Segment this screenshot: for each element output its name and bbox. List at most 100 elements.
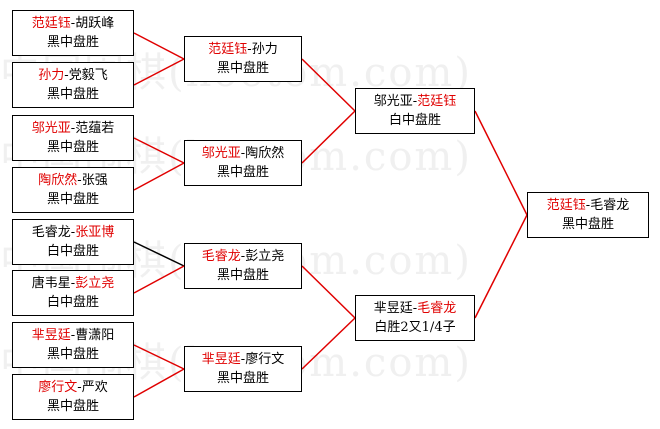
connector-r1m3-r2m2 [133,137,185,164]
winner-name: 范廷钰 [208,42,248,57]
match-box-r1m3: 邬光亚-范蕴若黑中盘胜 [12,115,134,161]
loser-name: 张强 [81,173,108,188]
connector-r2m3-r3m2 [301,265,356,319]
match-result: 白中盘胜 [388,113,441,128]
connector-r1m7-r2m4 [133,344,185,370]
loser-name: 毛睿龙 [31,225,71,240]
player-separator: - [240,146,246,161]
loser-name: 党毅飞 [68,68,108,83]
match-result: 黑中盘胜 [46,87,99,102]
player-separator: - [70,225,76,240]
match-box-r3m1: 邬光亚-范廷钰白中盘胜 [355,88,475,134]
match-box-r1m2: 孙力-党毅飞黑中盘胜 [12,62,134,108]
loser-name: 邬光亚 [373,94,413,109]
loser-name: 胡跃峰 [75,16,115,31]
winner-name: 毛睿龙 [417,301,457,316]
match-players: 范廷钰-毛睿龙 [528,196,648,215]
loser-name: 彭立尧 [245,249,285,264]
player-separator: - [585,198,591,213]
match-box-r1m1: 范廷钰-胡跃峰黑中盘胜 [12,10,134,56]
match-result: 黑中盘胜 [46,347,99,362]
match-box-r2m4: 芈昱廷-廖行文黑中盘胜 [184,346,302,392]
match-players: 芈昱廷-毛睿龙 [356,299,474,318]
connector-r2m1-r3m1 [301,58,356,112]
match-players: 范廷钰-胡跃峰 [13,14,133,33]
connector-r1m2-r2m1 [133,58,185,86]
loser-name: 曹潇阳 [75,328,115,343]
loser-name: 孙力 [251,42,278,57]
loser-name: 范蕴若 [75,121,115,136]
player-separator: - [70,328,76,343]
winner-name: 邬光亚 [201,146,241,161]
match-box-r1m5: 毛睿龙-张亚博白中盘胜 [12,219,134,265]
match-box-r3m2: 芈昱廷-毛睿龙白胜2又1/4子 [355,295,475,341]
connector-r1m1-r2m1 [133,32,185,60]
loser-name: 毛睿龙 [590,198,630,213]
match-players: 陶欣然-张强 [13,171,133,190]
match-result: 黑中盘胜 [216,165,269,180]
match-result: 白中盘胜 [46,244,99,259]
player-separator: - [240,352,246,367]
loser-name: 严欢 [81,380,108,395]
match-box-r2m1: 范廷钰-孙力黑中盘胜 [184,36,302,82]
connector-r3m2-r4m1 [474,214,528,319]
player-separator: - [77,173,82,188]
connector-r2m2-r3m1 [301,110,356,164]
winner-name: 芈昱廷 [201,352,241,367]
loser-name: 芈昱廷 [373,301,413,316]
winner-name: 范廷钰 [31,16,71,31]
match-players: 邬光亚-范廷钰 [356,92,474,111]
player-separator: - [247,42,252,57]
match-box-r2m3: 毛睿龙-彭立尧黑中盘胜 [184,243,302,289]
winner-name: 陶欣然 [38,173,78,188]
player-separator: - [412,94,418,109]
match-players: 毛睿龙-彭立尧 [185,247,301,266]
loser-name: 廖行文 [245,352,285,367]
winner-name: 廖行文 [38,380,78,395]
match-result: 黑中盘胜 [46,399,99,414]
player-separator: - [240,249,246,264]
match-result: 黑中盘胜 [216,61,269,76]
match-players: 邬光亚-陶欣然 [185,144,301,163]
match-box-r2m2: 邬光亚-陶欣然黑中盘胜 [184,140,302,186]
connector-r1m8-r2m4 [133,368,185,398]
player-separator: - [70,121,76,136]
match-result: 黑中盘胜 [216,268,269,283]
match-box-r1m8: 廖行文-严欢黑中盘胜 [12,374,134,420]
winner-name: 张亚博 [75,225,115,240]
winner-name: 孙力 [38,68,65,83]
match-result: 白中盘胜 [46,295,99,310]
match-box-r1m4: 陶欣然-张强黑中盘胜 [12,167,134,213]
loser-name: 陶欣然 [245,146,285,161]
match-result: 黑中盘胜 [46,192,99,207]
winner-name: 毛睿龙 [201,249,241,264]
player-separator: - [77,380,82,395]
winner-name: 范廷钰 [546,198,586,213]
winner-name: 彭立尧 [75,276,115,291]
player-separator: - [64,68,69,83]
player-separator: - [412,301,418,316]
loser-name: 唐韦星 [31,276,71,291]
match-result: 黑中盘胜 [46,35,99,50]
match-result: 黑中盘胜 [216,371,269,386]
match-players: 唐韦星-彭立尧 [13,274,133,293]
match-box-r1m7: 芈昱廷-曹潇阳黑中盘胜 [12,322,134,368]
match-box-r4m1: 范廷钰-毛睿龙黑中盘胜 [527,192,649,238]
match-players: 范廷钰-孙力 [185,40,301,59]
connector-r2m4-r3m2 [301,317,356,370]
connector-r1m6-r2m3 [133,265,185,294]
connector-r3m1-r4m1 [474,110,528,216]
match-players: 芈昱廷-曹潇阳 [13,326,133,345]
player-separator: - [70,276,76,291]
match-players: 毛睿龙-张亚博 [13,223,133,242]
match-result: 黑中盘胜 [561,217,614,232]
match-result: 白胜2又1/4子 [374,320,456,335]
match-result: 黑中盘胜 [46,140,99,155]
match-players: 孙力-党毅飞 [13,66,133,85]
player-separator: - [70,16,76,31]
match-box-r1m6: 唐韦星-彭立尧白中盘胜 [12,270,134,316]
connector-r1m5-r2m3 [133,241,185,267]
match-players: 邬光亚-范蕴若 [13,119,133,138]
match-players: 廖行文-严欢 [13,378,133,397]
